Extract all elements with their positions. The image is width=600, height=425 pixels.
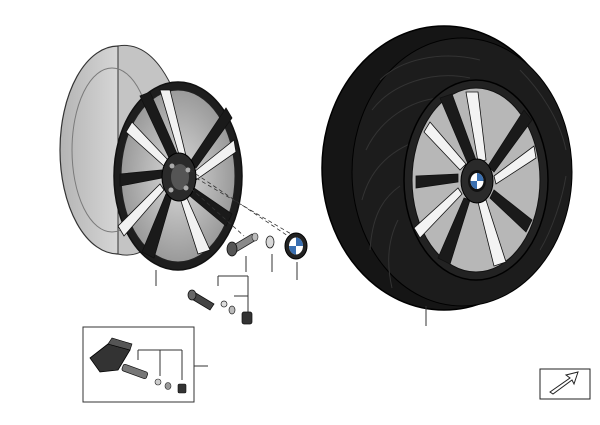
valve-stem[interactable] <box>187 289 215 311</box>
valve-small-parts[interactable] <box>220 300 253 325</box>
explode-lines <box>185 169 299 239</box>
wheel-bolt[interactable] <box>226 232 259 257</box>
hub-logo-icon <box>468 170 486 192</box>
tpms-small-parts <box>154 378 187 394</box>
mounted-rim-spokes <box>413 91 537 267</box>
spacer-part[interactable] <box>265 235 275 249</box>
tire-tread-pattern <box>361 55 567 289</box>
tpms-sensor-kit[interactable] <box>82 326 208 403</box>
tpms-sensor-icon <box>89 337 149 379</box>
complete-wheel-with-tire[interactable] <box>321 25 573 311</box>
next-page-arrow-icon[interactable] <box>539 368 591 400</box>
wheel-rim[interactable] <box>59 44 243 271</box>
hub-cap[interactable] <box>284 232 308 260</box>
inset-callout-lines <box>137 349 208 380</box>
